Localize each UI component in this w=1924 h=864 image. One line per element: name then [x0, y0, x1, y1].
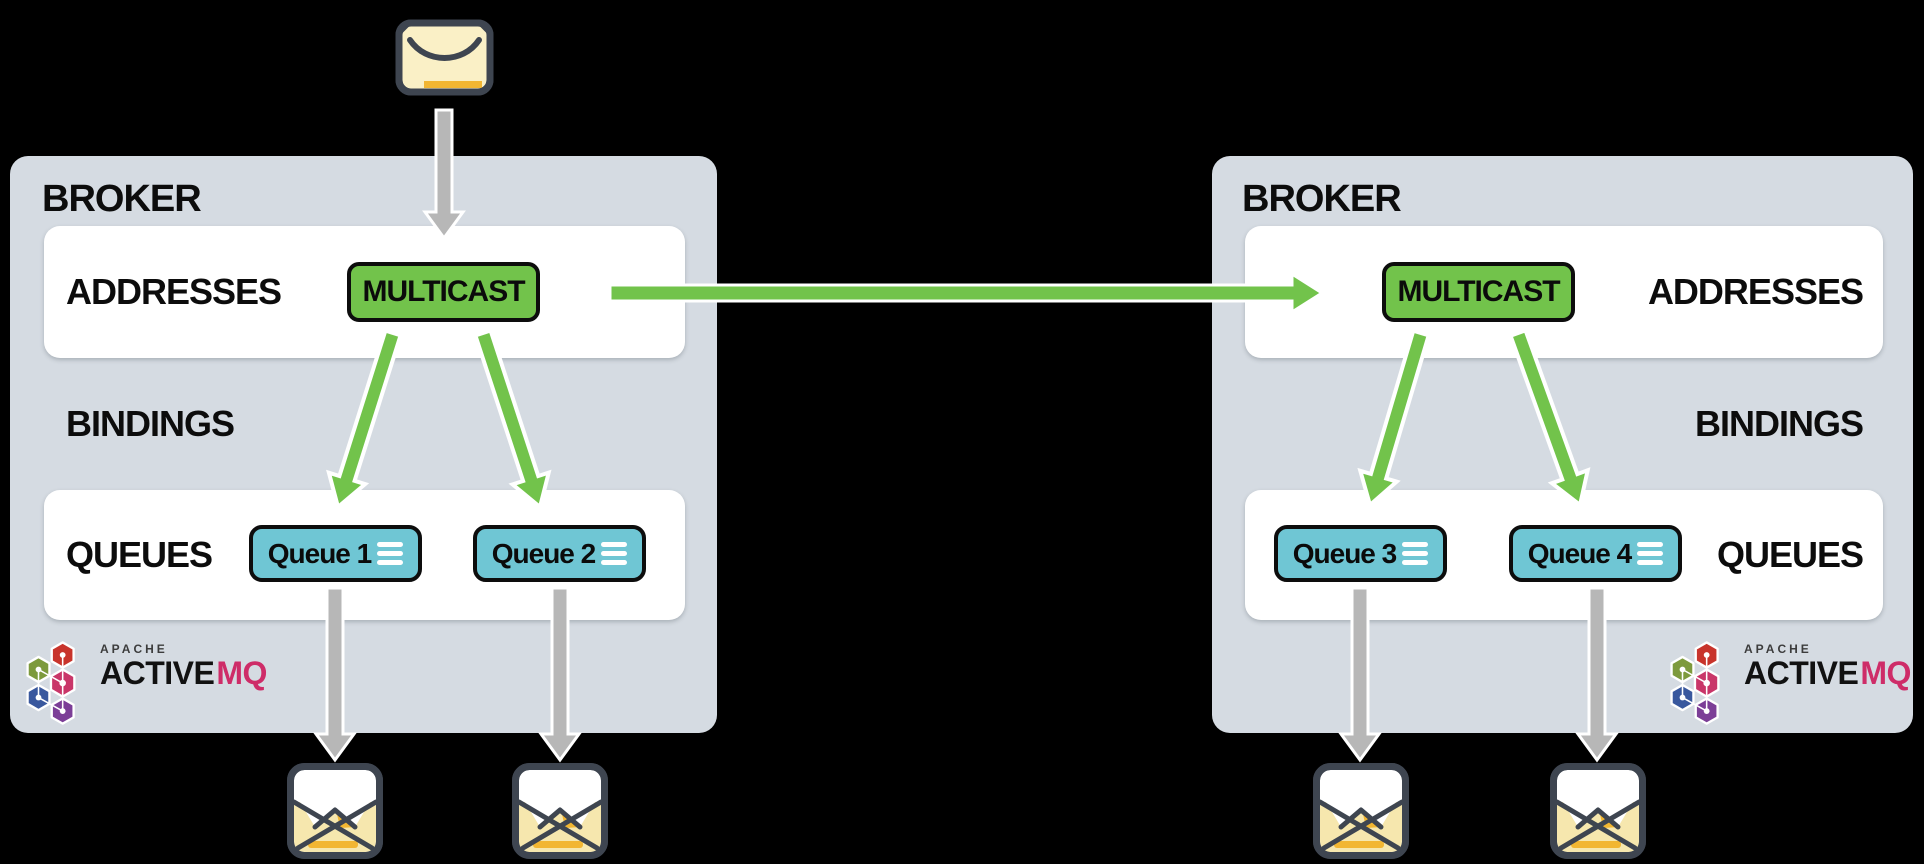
broker-title: BROKER: [1242, 178, 1402, 220]
addresses-label: ADDRESSES: [1647, 271, 1864, 312]
broker-title: BROKER: [42, 178, 202, 220]
addresses-row: MULTICAST ADDRESSES: [1245, 226, 1883, 358]
apache-label: APACHE: [100, 642, 168, 656]
queue-label: Queue 2: [491, 537, 596, 569]
queue-chip: Queue 1: [249, 525, 422, 582]
multicast-address-chip: MULTICAST: [1382, 262, 1575, 322]
queues-row: Queue 3 Queue 4 QUEUES: [1245, 490, 1883, 620]
queue-lines-icon: [601, 542, 628, 565]
hexagon-cluster-icon: [26, 641, 76, 725]
open-envelope-icon: [287, 763, 383, 859]
activemq-logo: APACHE ACTIVEMQ: [24, 636, 274, 731]
queue-lines-icon: [1402, 542, 1429, 565]
queue-lines-icon: [1637, 542, 1664, 565]
bindings-label: BINDINGS: [66, 403, 235, 444]
open-envelope-icon: [1313, 763, 1409, 859]
broker-panel-left: BROKER ADDRESSES MULTICAST BINDINGS QUEU…: [10, 156, 717, 733]
queue-label: Queue 1: [267, 537, 372, 569]
queues-label: QUEUES: [1716, 534, 1864, 575]
addresses-row: ADDRESSES MULTICAST: [44, 226, 685, 358]
activemq-logo: APACHE ACTIVEMQ: [1668, 636, 1918, 731]
activemq-wordmark: ACTIVEMQ: [100, 655, 267, 691]
queue-label: Queue 3: [1292, 537, 1397, 569]
bindings-label: BINDINGS: [1694, 403, 1864, 444]
queue-chip: Queue 2: [473, 525, 646, 582]
hexagon-cluster-icon: [1670, 641, 1720, 725]
queue-lines-icon: [377, 542, 404, 565]
queues-label: QUEUES: [66, 534, 213, 575]
closed-envelope-icon: [395, 19, 494, 96]
open-envelope-icon: [512, 763, 608, 859]
queues-row: QUEUES Queue 1 Queue 2: [44, 490, 685, 620]
multicast-address-chip: MULTICAST: [347, 262, 540, 322]
apache-label: APACHE: [1744, 642, 1812, 656]
open-envelope-icon: [1550, 763, 1646, 859]
queue-chip: Queue 4: [1509, 525, 1682, 582]
queue-label: Queue 4: [1527, 537, 1632, 569]
addresses-label: ADDRESSES: [66, 271, 282, 312]
broker-panel-right: BROKER MULTICAST ADDRESSES BINDINGS Queu…: [1212, 156, 1913, 733]
queue-chip: Queue 3: [1274, 525, 1447, 582]
activemq-wordmark: ACTIVEMQ: [1744, 655, 1911, 691]
